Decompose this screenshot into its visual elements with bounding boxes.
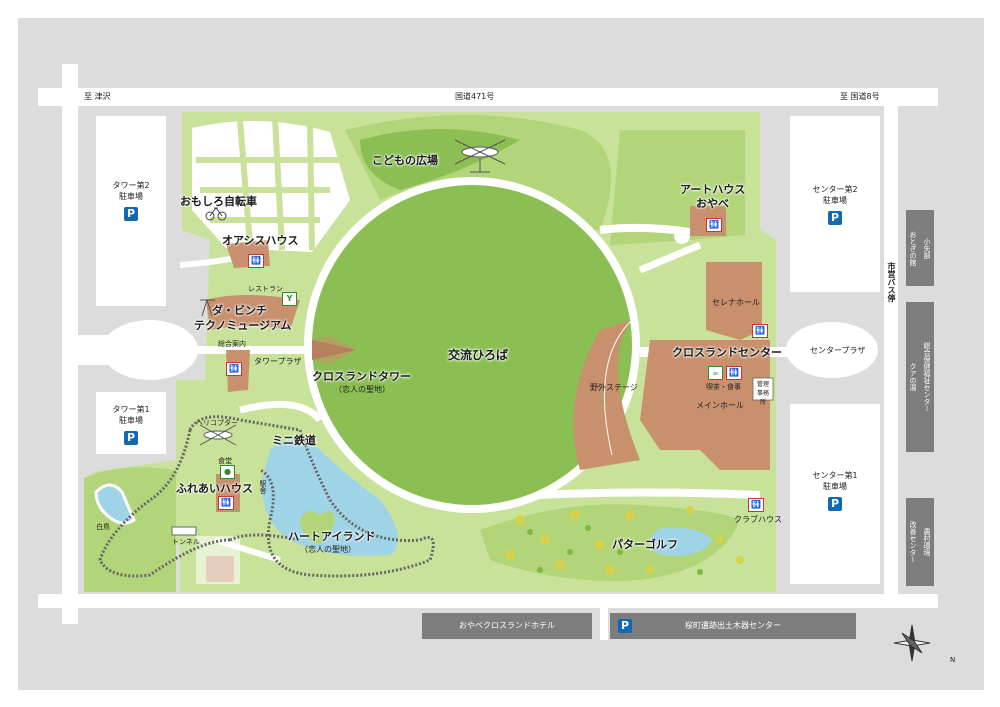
label-cafe: 喫茶・食事 [706,383,741,391]
parking-icon: P [124,431,138,445]
band-health-1: 総合保健福祉センター [923,342,931,412]
parking-tower-1: タワー第1 駐車場 P [100,404,162,452]
label-putter-golf: パターゴルフ [612,538,678,551]
road-label-route471: 国道471号 [455,92,495,101]
parking-tower-1-label: 駐車場 [119,416,143,425]
restaurant-icon: Y [282,292,297,306]
label-techno-museum: テクノミュージアム [194,319,292,332]
restroom-icon: 🚻 [218,496,234,510]
restroom-icon: 🚻 [748,498,764,512]
label-koryu-plaza: 交流ひろば [448,348,509,362]
label-bus-stop: 市営バス停 [887,262,896,302]
restroom-icon: 🚻 [726,366,742,380]
parking-tower-2: タワー第2 駐車場 P [100,180,162,232]
road-label-to-route8: 至 国道8号 [840,92,880,101]
compass-north-label: N [950,656,956,664]
parking-center-1: センター第1 駐車場 P [800,470,870,522]
label-kodomo-plaza: こどもの広場 [372,154,438,167]
parking-icon: P [618,619,632,633]
parking-tower-2-label: 駐車場 [119,192,143,201]
label-cafeteria: 食堂 [218,457,232,465]
band-agri-1: 農村環境 [923,528,931,556]
restroom-icon: 🚻 [226,362,242,376]
road-label-to-tsuzawa: 至 津沢 [84,92,111,101]
parking-icon: P [124,207,138,221]
label-info: 総合案内 [218,340,246,348]
label-heart-lovers: （恋人の聖地） [300,545,356,554]
band-health-2: クアの湯 [909,363,917,391]
band-hotel: おやべクロスランドホテル [422,613,592,639]
label-art-house: アートハウス [680,183,746,196]
parking-center-1-label: 駐車場 [823,482,847,491]
parking-center-1-name: センター第1 [812,471,858,480]
label-selena-hall: セレナホール [712,298,760,307]
parking-center-2: センター第2 駐車場 P [800,184,870,236]
band-otogi-1: 小矢部 [923,237,931,259]
band-sakura-center: P 桜町遺跡出土木器センター [610,613,856,639]
label-art-house-oyabe: おやべ [696,197,729,210]
label-office: 管理事務所 [756,381,769,406]
band-sakura-label: 桜町遺跡出土木器センター [685,621,781,630]
label-heart-island: ハートアイランド [288,530,376,543]
parking-center-2-label: 駐車場 [823,196,847,205]
label-outdoor-stage: 野外ステージ [590,383,638,392]
band-otogi-2: おとぎの館 [909,230,917,266]
label-helicopter: ヘリコプター [196,419,238,427]
parking-icon: P [828,497,842,511]
restroom-icon: 🚻 [706,218,722,232]
label-tower-plaza: タワープラザ [254,357,302,366]
band-otogi: 小矢部 おとぎの館 [906,210,934,286]
restroom-icon: 🚻 [752,324,768,338]
label-club-house: クラブハウス [734,515,782,524]
label-restaurant: レストラン [248,285,283,293]
parking-tower-2-name: タワー第2 [112,181,150,190]
label-center-plaza: センタープラザ [810,346,866,355]
label-tower-lovers: （恋人の聖地） [334,385,390,394]
label-pond: 白鳥 [96,523,110,531]
label-fureai-house: ふれあいハウス [176,482,253,495]
parking-icon: P [828,211,842,225]
parking-center-2-name: センター第2 [812,185,858,194]
label-main-hall: メインホール [696,401,744,410]
band-agri-2: 改善センター [909,521,917,563]
label-mini-railway: ミニ鉄道 [272,434,316,447]
cafeteria-icon: ● [220,465,235,479]
label-crossland-tower: クロスランドタワー [312,370,411,383]
label-tunnel: トンネル [172,538,200,546]
parking-tower-1-name: タワー第1 [112,405,150,414]
label-omoshiro-bike: おもしろ自転車 [180,195,257,208]
label-davinci: ダ・ビンチ [212,304,267,317]
cafe-icon: ☕ [708,366,723,380]
restroom-icon: 🚻 [248,254,264,268]
label-crossland-center: クロスランドセンター [672,346,782,359]
label-station: 駅舎 [259,480,267,494]
band-agri-center: 農村環境 改善センター [906,498,934,586]
label-oasis-house: オアシスハウス [222,234,299,247]
band-health-center: 総合保健福祉センター クアの湯 [906,302,934,452]
